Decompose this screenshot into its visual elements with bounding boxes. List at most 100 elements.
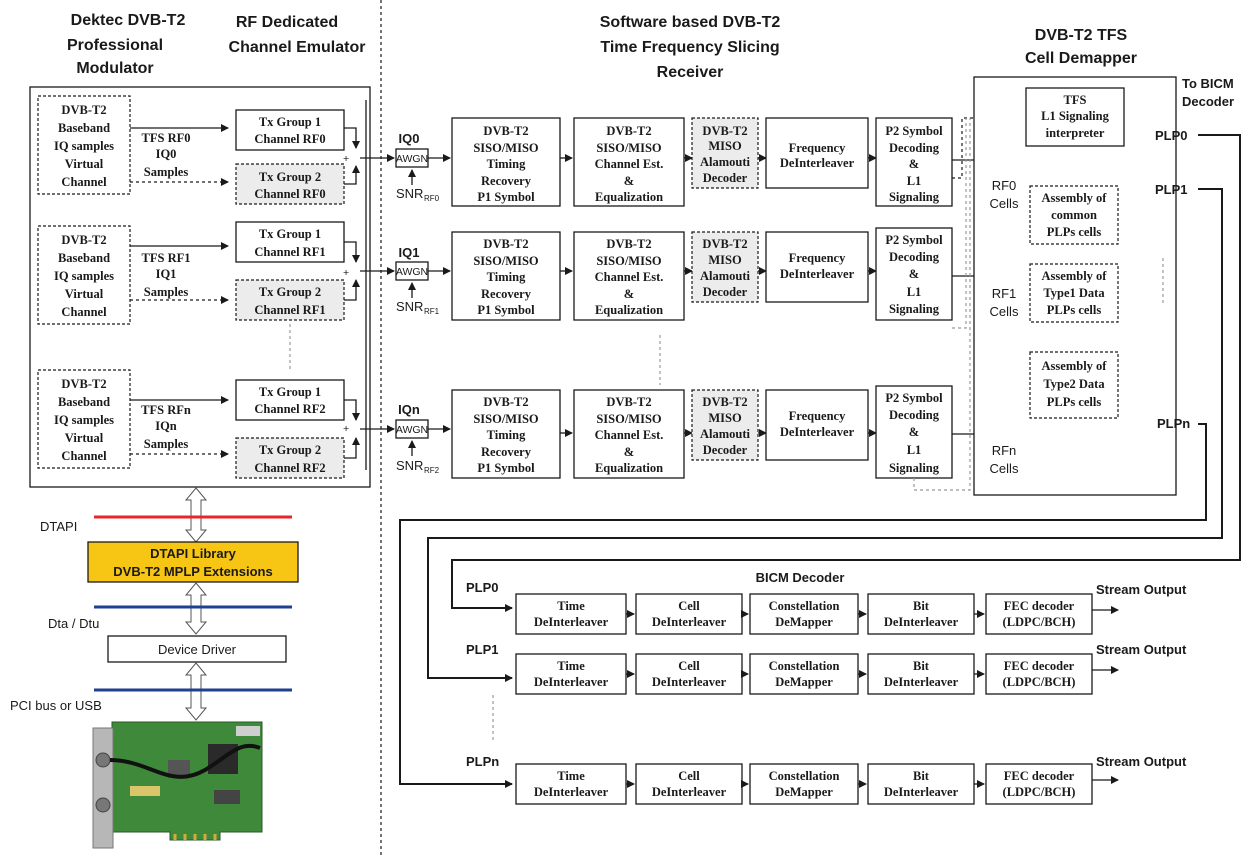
svg-text:Assembly of: Assembly of <box>1042 269 1108 283</box>
svg-text:+: + <box>343 423 349 435</box>
svg-text:DVB-T2 TFS: DVB-T2 TFS <box>1035 27 1128 44</box>
svg-text:SISO/MISO: SISO/MISO <box>596 412 662 426</box>
svg-text:P2 Symbol: P2 Symbol <box>885 124 943 138</box>
svg-text:SISO/MISO: SISO/MISO <box>473 141 539 155</box>
svg-text:MISO: MISO <box>708 411 742 425</box>
svg-text:IQn: IQn <box>155 419 177 433</box>
svg-text:SISO/MISO: SISO/MISO <box>596 254 662 268</box>
sync-block-rf0: DVB-T2 SISO/MISO Timing Recovery P1 Symb… <box>451 117 561 207</box>
svg-text:Tx Group 2: Tx Group 2 <box>259 170 321 184</box>
svg-text:DeInterleaver: DeInterleaver <box>780 267 855 281</box>
svg-text:Cells: Cells <box>990 196 1019 211</box>
svg-text:DeInterleaver: DeInterleaver <box>652 785 727 799</box>
svg-text:Tx Group 1: Tx Group 1 <box>259 227 321 241</box>
combiner-lines: + + + <box>343 100 367 470</box>
svg-text:FEC decoder: FEC decoder <box>1004 659 1075 673</box>
svg-text:Bit: Bit <box>913 769 930 783</box>
svg-text:Receiver: Receiver <box>657 64 724 81</box>
svg-text:Tx Group 2: Tx Group 2 <box>259 285 321 299</box>
svg-text:DVB-T2: DVB-T2 <box>702 395 747 409</box>
svg-text:DeInterleaver: DeInterleaver <box>652 675 727 689</box>
svg-text:SNR: SNR <box>396 299 423 314</box>
constellation-demapper: Constellation DeMapper <box>749 593 859 635</box>
emulator-header: RF Dedicated Channel Emulator <box>229 14 366 56</box>
svg-text:Virtual: Virtual <box>65 431 104 445</box>
svg-text:L1: L1 <box>907 285 922 299</box>
sync-block-rf1: DVB-T2 SISO/MISO Timing Recovery P1 Symb… <box>451 231 561 321</box>
svg-text:P2 Symbol: P2 Symbol <box>885 233 943 247</box>
fec-decoder: FEC decoder (LDPC/BCH) <box>985 653 1093 695</box>
receiver-row-rf1: DVB-T2 SISO/MISO Timing Recovery P1 Symb… <box>451 227 1029 321</box>
svg-text:common: common <box>1051 208 1097 222</box>
bit-deinterleaver: Bit DeInterleaver <box>867 593 975 635</box>
tfs-rf1-label: TFS RF1 IQ1 Samples <box>142 251 191 299</box>
svg-text:L1 Signaling: L1 Signaling <box>1041 109 1109 123</box>
svg-text:PLP1: PLP1 <box>466 642 499 657</box>
dtapi-library-box: DTAPI Library DVB-T2 MPLP Extensions <box>87 541 299 583</box>
svg-text:Decoding: Decoding <box>889 141 940 155</box>
svg-text:+: + <box>343 267 349 279</box>
svg-text:Channel Est.: Channel Est. <box>595 428 664 442</box>
svg-text:DVB-T2: DVB-T2 <box>606 124 651 138</box>
svg-text:RF Dedicated: RF Dedicated <box>236 14 338 31</box>
svg-text:Assembly of: Assembly of <box>1042 359 1108 373</box>
tx-group2-rf2: Tx Group 2 Channel RF2 <box>235 437 345 479</box>
modulator-header: Dektec DVB-T2 Professional Modulator <box>67 12 185 77</box>
bicm-row-plp1: Time DeInterleaver Cell DeInterleaver Co… <box>515 642 1187 695</box>
svg-text:Samples: Samples <box>144 165 189 179</box>
svg-text:Time: Time <box>557 599 585 613</box>
bicm-title: BICM Decoder <box>756 570 845 585</box>
svg-text:DeInterleaver: DeInterleaver <box>884 675 959 689</box>
virtual-channel-rf1: DVB-T2 Baseband IQ samples Virtual Chann… <box>37 225 131 325</box>
svg-text:Decoder: Decoder <box>1182 94 1234 109</box>
bicm-row-plpn: Time DeInterleaver Cell DeInterleaver Co… <box>515 754 1187 805</box>
double-arrow-1 <box>184 487 208 543</box>
svg-text:Constellation: Constellation <box>769 659 840 673</box>
awgn-rf1: IQ1 AWGN SNR RF1 <box>360 245 451 316</box>
svg-text:IQ1: IQ1 <box>156 267 177 281</box>
svg-text:AWGN: AWGN <box>396 424 428 436</box>
cell-deinterleaver: Cell DeInterleaver <box>635 593 743 635</box>
svg-text:Channel Emulator: Channel Emulator <box>229 39 366 56</box>
svg-text:Equalization: Equalization <box>595 461 663 475</box>
svg-text:IQ0: IQ0 <box>156 147 177 161</box>
svg-text:&: & <box>624 287 634 301</box>
svg-text:Type1 Data: Type1 Data <box>1043 286 1105 300</box>
receiver-row-rfn: DVB-T2 SISO/MISO Timing Recovery P1 Symb… <box>451 385 1029 479</box>
svg-text:FEC decoder: FEC decoder <box>1004 599 1075 613</box>
svg-text:Signaling: Signaling <box>889 190 940 204</box>
svg-text:DVB-T2: DVB-T2 <box>61 377 106 391</box>
virtual-channel-rf0: DVB-T2 Baseband IQ samples Virtual Chann… <box>37 95 131 195</box>
svg-text:SNR: SNR <box>396 458 423 473</box>
svg-text:(LDPC/BCH): (LDPC/BCH) <box>1003 615 1076 629</box>
miso-block-rfn: DVB-T2 MISO Alamouti Decoder <box>691 389 759 461</box>
svg-text:Signaling: Signaling <box>889 302 940 316</box>
svg-text:DVB-T2 MPLP Extensions: DVB-T2 MPLP Extensions <box>113 564 272 579</box>
svg-text:Cell: Cell <box>678 659 700 673</box>
svg-text:PLP0: PLP0 <box>466 580 499 595</box>
assembly-type2-plps: Assembly of Type2 Data PLPs cells <box>1029 351 1119 419</box>
svg-text:PLPs cells: PLPs cells <box>1047 225 1102 239</box>
svg-text:(LDPC/BCH): (LDPC/BCH) <box>1003 675 1076 689</box>
svg-text:MISO: MISO <box>708 139 742 153</box>
svg-text:Time: Time <box>557 659 585 673</box>
tfs-rf0-label: TFS RF0 IQ0 Samples <box>142 131 191 179</box>
svg-text:DeInterleaver: DeInterleaver <box>534 615 609 629</box>
fdi-block-rfn: Frequency DeInterleaver <box>765 389 869 461</box>
svg-text:MISO: MISO <box>708 253 742 267</box>
svg-text:P1 Symbol: P1 Symbol <box>477 303 535 317</box>
svg-text:Timing: Timing <box>487 428 526 442</box>
stream-output-label: Stream Output <box>1096 642 1187 657</box>
fdi-block-rf1: Frequency DeInterleaver <box>765 231 869 303</box>
svg-text:interpreter: interpreter <box>1046 126 1105 140</box>
plp-outputs: PLP0 PLP1 PLPn <box>399 128 1241 788</box>
constellation-demapper: Constellation DeMapper <box>749 763 859 805</box>
svg-text:Channel RF1: Channel RF1 <box>254 245 325 259</box>
svg-text:AWGN: AWGN <box>396 266 428 278</box>
svg-text:Professional: Professional <box>67 37 163 54</box>
software-stack: DTAPI DTAPI Library DVB-T2 MPLP Extensio… <box>10 487 299 849</box>
svg-text:PLP1: PLP1 <box>1155 182 1188 197</box>
awgn-rfn: IQn AWGN SNR RF2 <box>360 402 451 475</box>
svg-text:DVB-T2: DVB-T2 <box>483 124 528 138</box>
svg-text:Decoding: Decoding <box>889 250 940 264</box>
